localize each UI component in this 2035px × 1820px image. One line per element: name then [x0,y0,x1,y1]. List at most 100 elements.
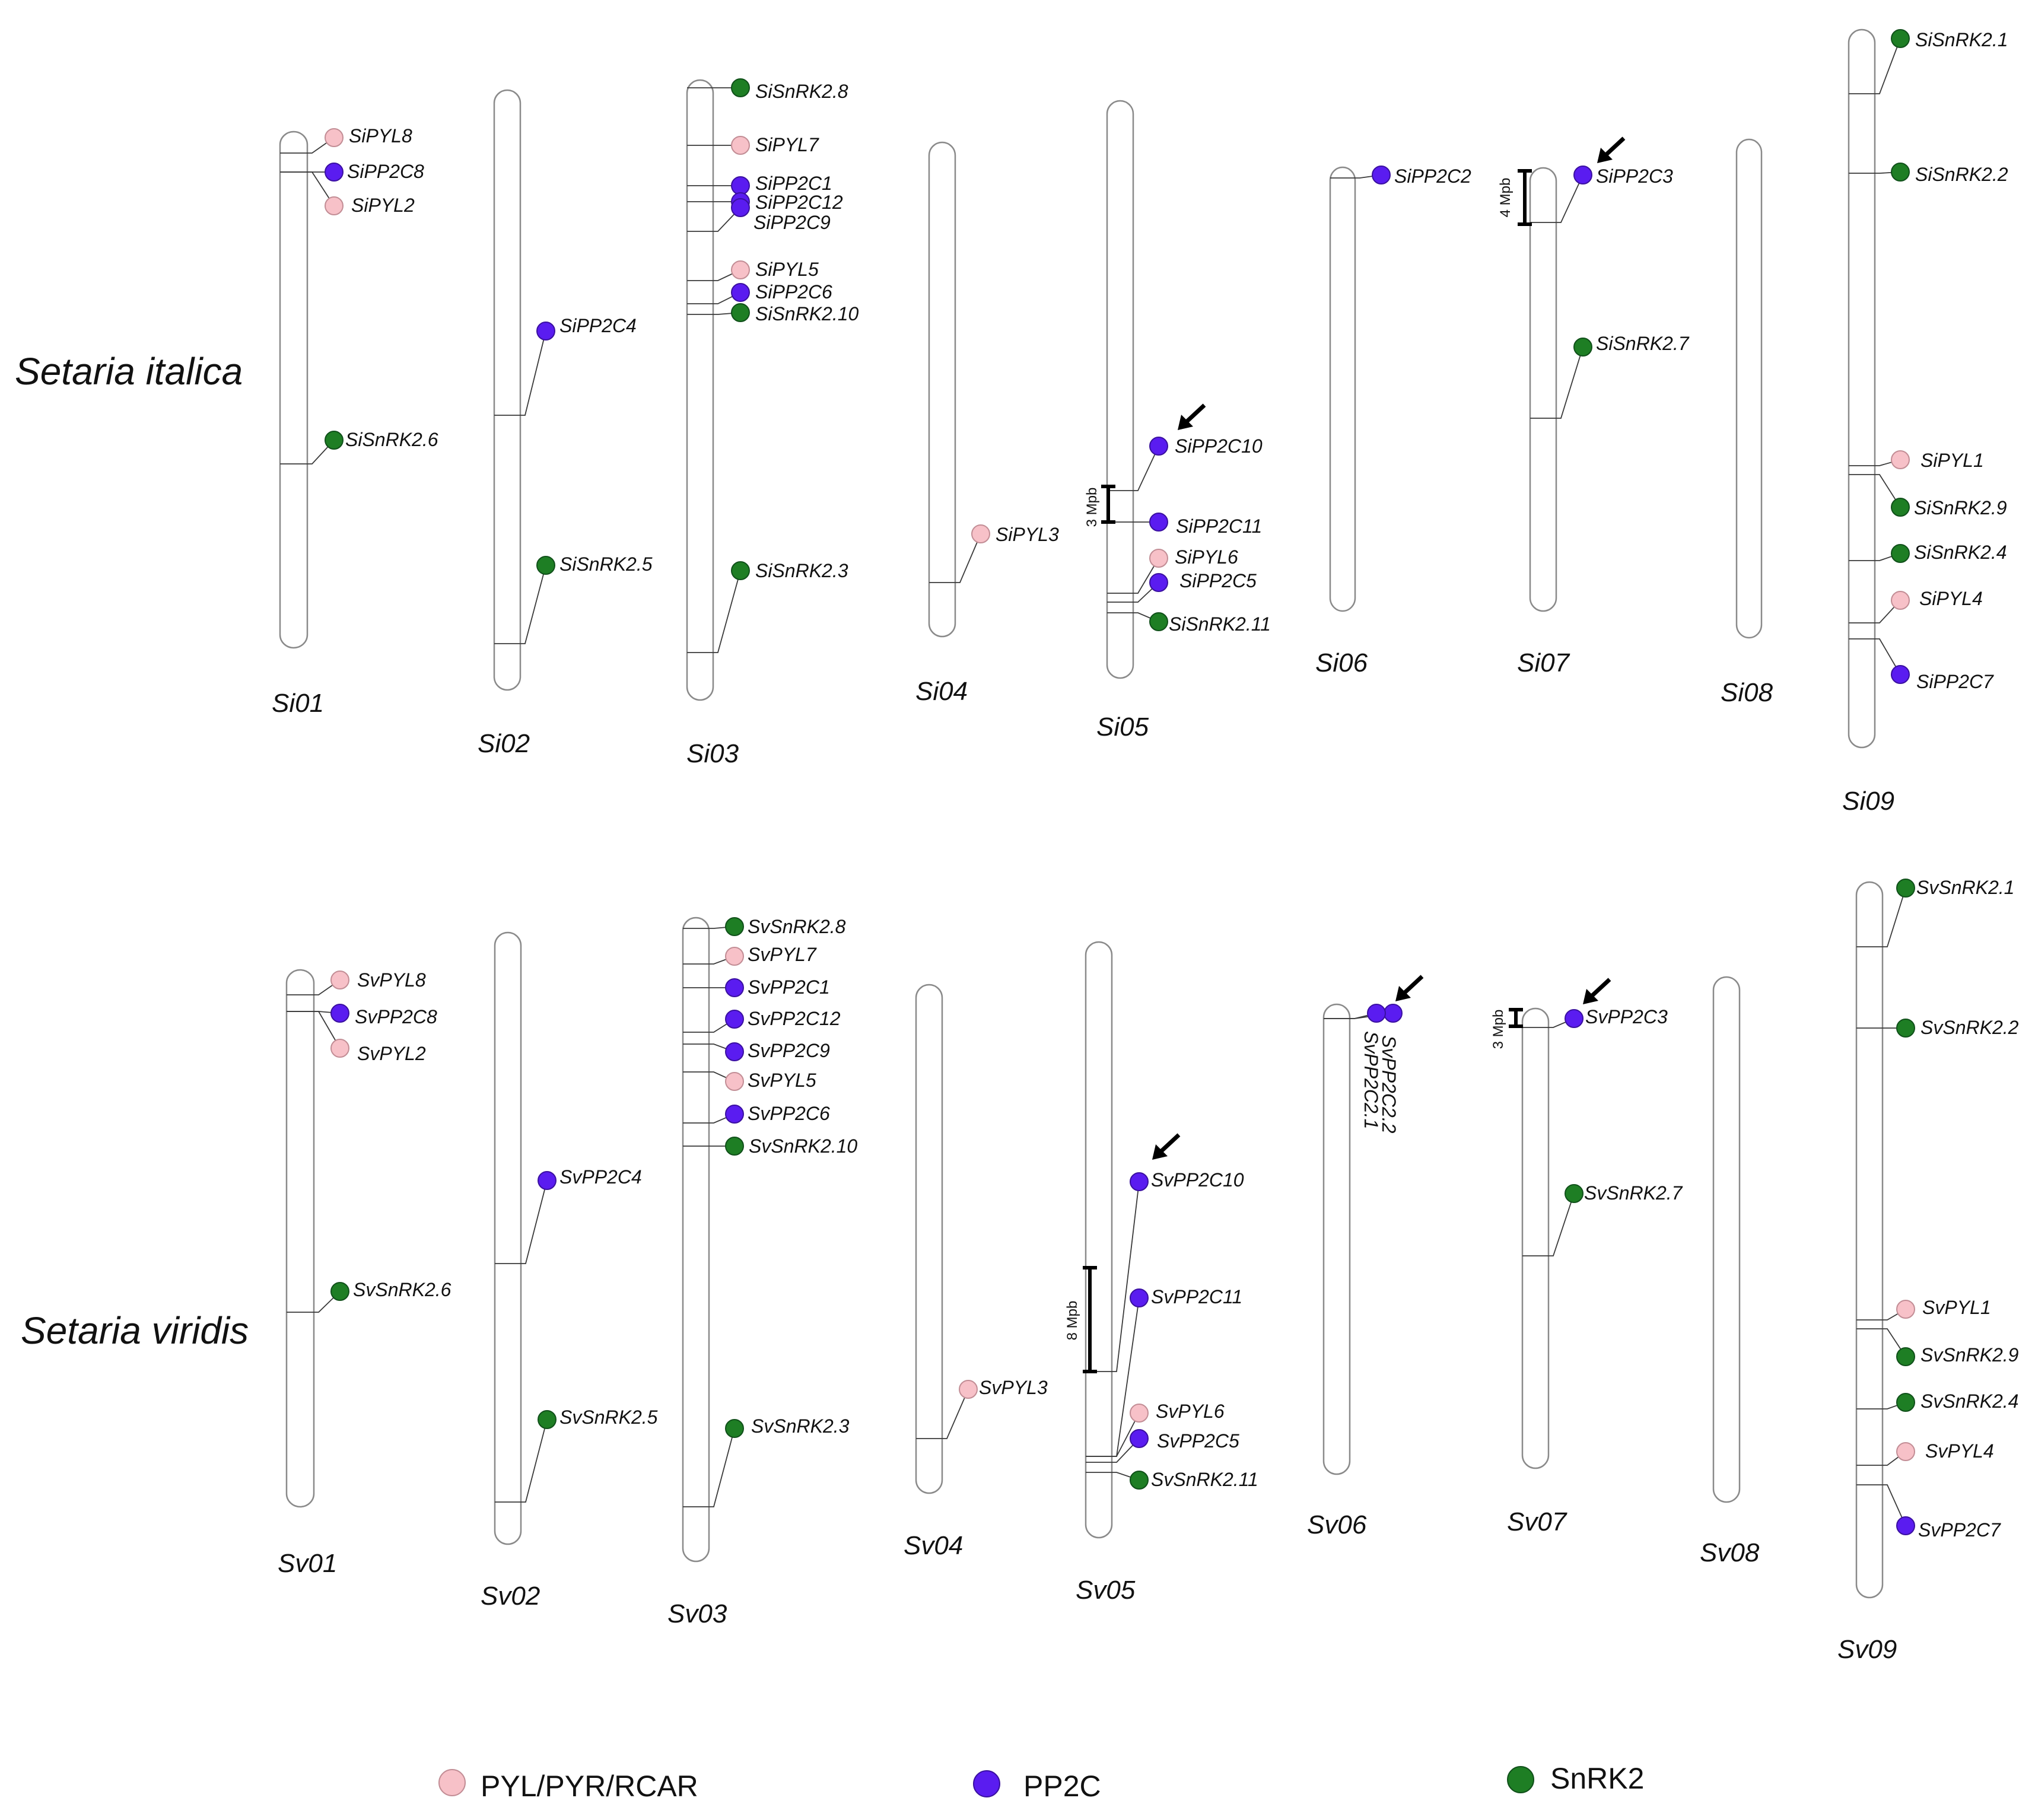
gene-connector [521,1180,548,1264]
gene-label: SvSnRK2.7 [1584,1182,1683,1204]
gene-label: SiPYL2 [351,195,415,216]
legend-marker-pp2c [973,1770,1000,1797]
gene-marker-pyl [325,128,344,147]
gene-connector [520,330,546,416]
gene-label: SvPP2C2.1 [1360,1031,1382,1129]
gene-connector [1883,1328,1906,1357]
gene-label: SvSnRK2.5 [559,1407,658,1428]
chromosome [1085,941,1113,1539]
arrow-head-icon [1178,415,1193,430]
chromosome-label: Sv02 [481,1582,540,1611]
gene-label: SiPP2C12 [755,192,843,213]
gene-marker-pp2c [1573,166,1592,184]
gene-label: SiPYL6 [1175,546,1238,568]
chromosome-label: Sv07 [1507,1507,1567,1536]
gene-label: SvPP2C7 [1918,1519,2001,1541]
gene-connector [314,1011,341,1049]
chromosome-label: Si03 [686,739,739,768]
gene-marker-snrk2 [1130,1471,1149,1490]
chromosome [1848,28,1876,749]
gene-connector [1875,638,1901,675]
legend: PYL/PYR/RCAR PP2C SnRK2 [481,1762,1644,1803]
gene-marker-pp2c [725,1010,744,1029]
gene-label: SvSnRK2.11 [1151,1469,1258,1490]
chromosome [682,917,710,1563]
gene-label: SiSnRK2.3 [755,560,848,581]
gene-marker-pp2c [1130,1172,1149,1191]
legend-label-pp2c: PP2C [1023,1770,1101,1803]
gene-label: SvPYL8 [357,969,426,991]
gene-label: SiPP2C7 [1916,671,1994,692]
gene-label: SiPP2C5 [1179,570,1257,591]
gene-label: SiPP2C10 [1175,435,1263,457]
scale-bar-label: 4 Mpb [1497,178,1513,218]
gene-marker-pp2c [725,978,744,997]
gene-label: SvPP2C5 [1157,1430,1239,1452]
species-title-italica: Setaria italica [15,350,243,393]
gene-marker-snrk2 [1896,1347,1915,1366]
gene-connector [1548,1193,1575,1256]
gene-marker-pp2c [725,1042,744,1061]
gene-marker-snrk2 [1573,338,1592,357]
chromosome-label: Si07 [1517,648,1570,677]
gene-label: SiPP2C4 [559,315,637,336]
gene-marker-pyl [325,196,344,215]
gene-marker-snrk2 [731,561,750,580]
gene-connector [1133,582,1159,603]
gene-label: SvSnRK2.3 [751,1415,850,1437]
gene-marker-pp2c [731,283,750,302]
gene-connector [1133,558,1159,594]
gene-label: SvPP2C1 [748,976,830,998]
gene-label: SvPP2C3 [1585,1006,1668,1027]
gene-label: SvSnRK2.8 [748,916,846,937]
gene-connector [1556,174,1584,223]
gene-label: SvPP2C8 [355,1006,437,1027]
gene-marker-pp2c [1896,1516,1915,1535]
gene-marker-pp2c [1384,1004,1403,1023]
gene-marker-pyl [330,971,349,989]
gene-connector [713,207,741,232]
gene-label: SvPYL2 [357,1043,426,1064]
gene-connector [1556,346,1584,419]
gene-connector [314,1291,341,1313]
gene-marker-snrk2 [1891,29,1910,48]
gene-marker-snrk2 [536,556,555,575]
gene-marker-snrk2 [538,1410,557,1429]
gene-label: SiPP2C1 [755,173,832,194]
gene-connector [1883,1484,1906,1526]
arrow-head-icon [1395,986,1411,1001]
gene-label: SiPP2C6 [755,281,832,303]
gene-connector [942,1389,969,1439]
gene-label: SiPP2C9 [753,212,831,233]
gene-connector [307,171,335,206]
gene-connector [1133,446,1159,491]
gene-marker-snrk2 [731,78,750,97]
gene-label: SiPP2C8 [347,161,424,182]
gene-label: SiPP2C2 [1394,166,1471,187]
gene-marker-snrk2 [731,303,750,322]
chromosome-label: Sv09 [1837,1635,1897,1664]
chromosome [1322,1003,1351,1475]
gene-label: SvPP2C4 [559,1166,642,1188]
gene-connector [520,565,546,644]
chromosome-label: Sv01 [278,1549,337,1578]
gene-marker-pyl [1891,591,1910,610]
gene-marker-snrk2 [1891,163,1910,182]
scale-bar-label: 3 Mpb [1084,488,1100,527]
chromosome [494,931,522,1545]
gene-label: SvPP2C12 [748,1008,841,1029]
gene-marker-pp2c [1149,573,1168,592]
scale-bar-label: 3 Mpb [1490,1010,1506,1049]
chromosome-label: Sv06 [1307,1510,1367,1539]
chromosome-label: Sv08 [1700,1538,1760,1567]
gene-connector [1875,474,1901,508]
chromosome-label: Si04 [915,677,968,706]
gene-label: SiSnRK2.11 [1169,613,1271,635]
gene-label: SvSnRK2.4 [1920,1391,2018,1412]
chromosome-label: Sv05 [1076,1576,1136,1605]
gene-label: SvPP2C6 [748,1103,830,1124]
gene-marker-pyl [1130,1404,1149,1423]
gene-label: SvSnRK2.9 [1920,1344,2019,1366]
gene-label: SvPYL3 [979,1377,1048,1398]
gene-label: SiSnRK2.10 [755,303,859,324]
